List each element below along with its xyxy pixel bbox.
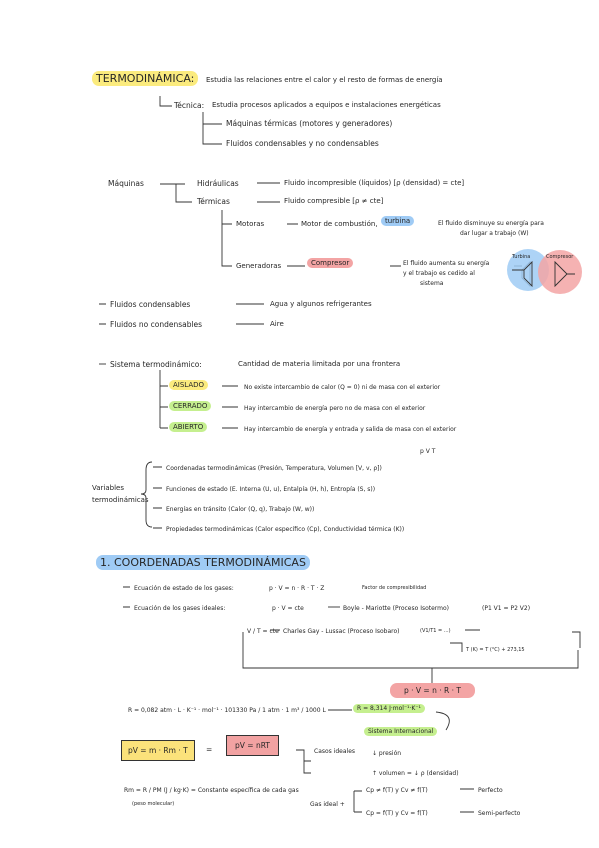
sistema-cerrado-desc: Hay intercambio de energía pero no de ma…	[244, 405, 426, 412]
variables-label-1: Variables	[92, 484, 124, 492]
variables-label-2: termodinámicas	[92, 496, 149, 504]
variables-item-2: Funciones de estado (E. Interna (U, u), …	[166, 486, 376, 493]
result-equation: p · V = n · R · T	[390, 683, 475, 698]
tecnica-label: Técnica:	[174, 101, 205, 110]
compresor-diagram-label: Compresor	[546, 254, 574, 260]
casos-item-2: ↑ volumen = ↓ ρ (densidad)	[372, 770, 459, 777]
title-desc: Estudia las relaciones entre el calor y …	[206, 76, 443, 84]
eq2-label: Ecuación de los gases ideales:	[134, 605, 226, 612]
eq3: V / T = cte	[247, 628, 279, 635]
motoras-note-1: El fluido disminuye su energía para	[438, 220, 544, 227]
sistema-cerrado: CERRADO	[169, 401, 212, 411]
fluidos-1-label: Fluidos condensables	[110, 300, 191, 309]
sistema-label: Sistema termodinámico:	[110, 360, 202, 369]
sistema-aislado: AISLADO	[169, 380, 209, 390]
r-expression: R = 0,082 atm · L · K⁻¹ · mol⁻¹ · 101330…	[128, 707, 326, 714]
equals-sign: =	[206, 745, 213, 754]
sistema-abierto: ABIERTO	[169, 422, 208, 432]
sistema-aislado-desc: No existe intercambio de calor (Q = 0) n…	[244, 384, 441, 391]
gasideal-res-1: Perfecto	[478, 787, 503, 794]
maquinas-termicas-desc: Fluido compresible [ρ ≠ cte]	[284, 197, 384, 205]
eq3-rel: (V1/T1 = ...)	[420, 628, 451, 634]
sistema-abierto-desc: Hay intercambio de energía y entrada y s…	[244, 426, 457, 433]
generadoras-label: Generadoras	[236, 262, 282, 270]
rm-expression: Rm = R / PM (J / kg·K) = Constante espec…	[124, 787, 299, 794]
variables-item-4: Propiedades termodinámicas (Calor especí…	[166, 526, 405, 533]
generadoras-note-3: sistema	[420, 280, 444, 287]
box-pv-nrt: pV = nRT	[226, 735, 279, 756]
rm-sub: (peso molecular)	[132, 801, 175, 807]
eq2-law: Boyle - Mariotte (Proceso Isotermo)	[343, 605, 450, 612]
eq1: p · V = n · R · T · Z	[269, 585, 325, 592]
maquinas-label: Máquinas	[108, 179, 144, 188]
generadoras-note-1: El fluido aumenta su energía	[403, 260, 490, 267]
fluidos-1-desc: Agua y algunos refrigerantes	[270, 300, 372, 308]
casos-item-1: ↓ presión	[372, 750, 402, 757]
motoras-label: Motoras	[236, 220, 265, 228]
title-label: TERMODINÁMICA:	[92, 71, 199, 86]
r-value: R = 8,314 J·mol⁻¹·K⁻¹	[353, 704, 425, 713]
eq2-rel: (P1 V1 = P2 V2)	[482, 605, 531, 612]
eq1-label: Ecuación de estado de los gases:	[134, 585, 234, 592]
fluidos-2-label: Fluidos no condensables	[110, 320, 203, 329]
tecnica-item-1: Máquinas térmicas (motores y generadores…	[226, 119, 393, 128]
gasideal-eq-2: Cp = f(T) y Cv = f(T)	[366, 810, 428, 817]
fluidos-2-desc: Aire	[270, 320, 284, 328]
tecnica-desc: Estudia procesos aplicados a equipos e i…	[212, 101, 441, 109]
maquinas-hidraulicas: Hidráulicas	[197, 179, 239, 188]
section1-title: 1. COORDENADAS TERMODINÁMICAS	[96, 555, 310, 570]
motoras-desc: Motor de combustión,	[301, 220, 378, 228]
variables-item-1: Coordenadas termodinámicas (Presión, Tem…	[166, 465, 382, 472]
gasideal-res-2: Semi-perfecto	[478, 810, 521, 817]
maquinas-hidraulicas-desc: Fluido incompresible (líquidos) [ρ (dens…	[284, 179, 465, 187]
gasideal-eq-1: Cp ≠ f(T) y Cv ≠ f(T)	[366, 787, 428, 794]
motoras-note-2: dar lugar a trabajo (W)	[460, 230, 529, 237]
turbina-highlight: turbina	[381, 216, 415, 226]
variables-item-3: Energías en tránsito (Calor (Q, q), Trab…	[166, 506, 315, 513]
box-pv-mrt: pV = m · Rm · T	[115, 740, 201, 761]
sistema-desc: Cantidad de materia limitada por una fro…	[238, 360, 401, 368]
turbina-diagram-label: Turbina	[512, 254, 531, 260]
eq2: p · V = cte	[272, 605, 304, 612]
eq1-note: Factor de compresibilidad	[362, 585, 427, 591]
casos-label: Casos ideales	[314, 748, 356, 755]
maquinas-termicas: Térmicas	[197, 197, 230, 206]
compresor-highlight: Compresor	[307, 258, 354, 268]
variables-top-note: p V T	[420, 448, 436, 455]
generadoras-note-2: y el trabajo es cedido al	[403, 270, 475, 277]
sistema-internacional: Sistema Internacional	[364, 727, 438, 736]
eq3-law: Charles Gay - Lussac (Proceso Isobaro)	[283, 628, 400, 635]
gasideal-label: Gas ideal +	[310, 801, 345, 808]
eq3-note: T (K) = T (°C) + 273,15	[466, 647, 525, 653]
tecnica-item-2: Fluidos condensables y no condensables	[226, 139, 379, 148]
